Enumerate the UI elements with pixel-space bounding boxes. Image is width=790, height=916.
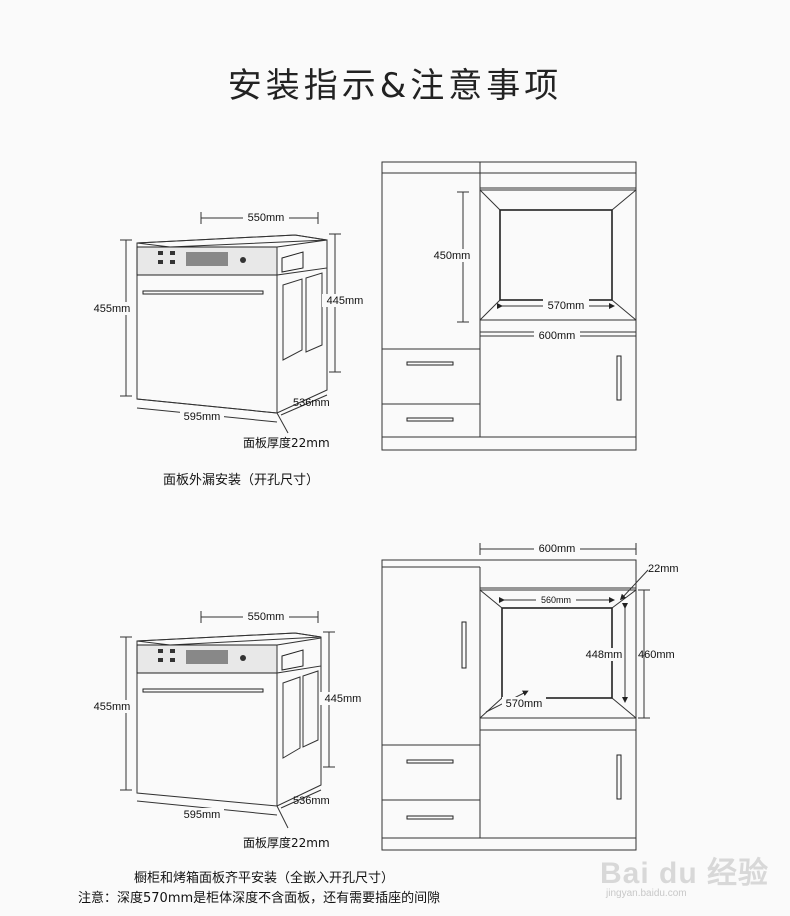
oven-handle xyxy=(142,688,264,693)
oven-right-height-label: 445mm xyxy=(327,295,364,307)
oven-left-height-label: 455mm xyxy=(94,701,131,713)
section1-caption: 面板外漏安装（开孔尺寸） xyxy=(163,472,319,488)
door-handle xyxy=(461,621,467,669)
door-handle xyxy=(616,355,622,401)
door-handle xyxy=(616,754,622,800)
oven-top-width-label: 550mm xyxy=(248,611,285,623)
page-title: 安装指示&注意事项 xyxy=(227,66,563,106)
cabinet-width-label: 600mm xyxy=(539,543,576,555)
cabinet-diagram-2: 600mm 22mm 560mm 448mm 460mm 570mm xyxy=(381,542,679,851)
oven-left-height-label: 455mm xyxy=(94,303,131,315)
section2-caption: 橱柜和烤箱面板齐平安装（全嵌入开孔尺寸） xyxy=(134,870,394,886)
oven-right-height-label: 445mm xyxy=(325,693,362,705)
oven-bottom-width-label: 595mm xyxy=(184,809,221,821)
oven-diagram-2: 550mm 455mm 445mm 595mm 536mm 面板厚度22mm xyxy=(90,610,366,850)
cabinet-opening-height-label: 450mm xyxy=(434,250,471,262)
panel-recess-label: 22mm xyxy=(648,563,679,575)
section2-note: 注意：深度570mm是柜体深度不含面板，还有需要插座的间隙 xyxy=(78,890,440,906)
oven-top-width-label: 550mm xyxy=(248,212,285,224)
drawer-handle xyxy=(406,361,454,366)
cabinet-width-label: 600mm xyxy=(539,330,576,342)
oven-panel-thickness-label: 面板厚度22mm xyxy=(243,435,330,450)
outer-height-label: 460mm xyxy=(638,649,675,661)
oven-depth-label: 536mm xyxy=(293,795,330,807)
cabinet-diagram-1: 450mm 570mm 600mm xyxy=(381,161,637,451)
drawer-handle xyxy=(406,759,454,764)
oven-diagram-1: 550mm 455mm 445mm xyxy=(94,211,366,450)
drawer-handle xyxy=(406,417,454,422)
cabinet-inner-width-label: 570mm xyxy=(548,300,585,312)
cabinet-depth-label: 570mm xyxy=(506,698,543,710)
opening-height-label: 448mm xyxy=(586,649,623,661)
drawer-handle xyxy=(406,815,454,820)
opening-width-label: 560mm xyxy=(541,595,571,605)
baidu-watermark: Bai du 经验 jingyan.baidu.com xyxy=(600,848,769,899)
oven-bottom-width-label: 595mm xyxy=(184,411,221,423)
oven-panel-thickness-label: 面板厚度22mm xyxy=(243,835,330,850)
baidu-logo: Bai du 经验 xyxy=(600,857,770,890)
baidu-url: jingyan.baidu.com xyxy=(606,888,687,899)
oven-depth-label: 536mm xyxy=(293,397,330,409)
oven-handle xyxy=(142,290,264,295)
